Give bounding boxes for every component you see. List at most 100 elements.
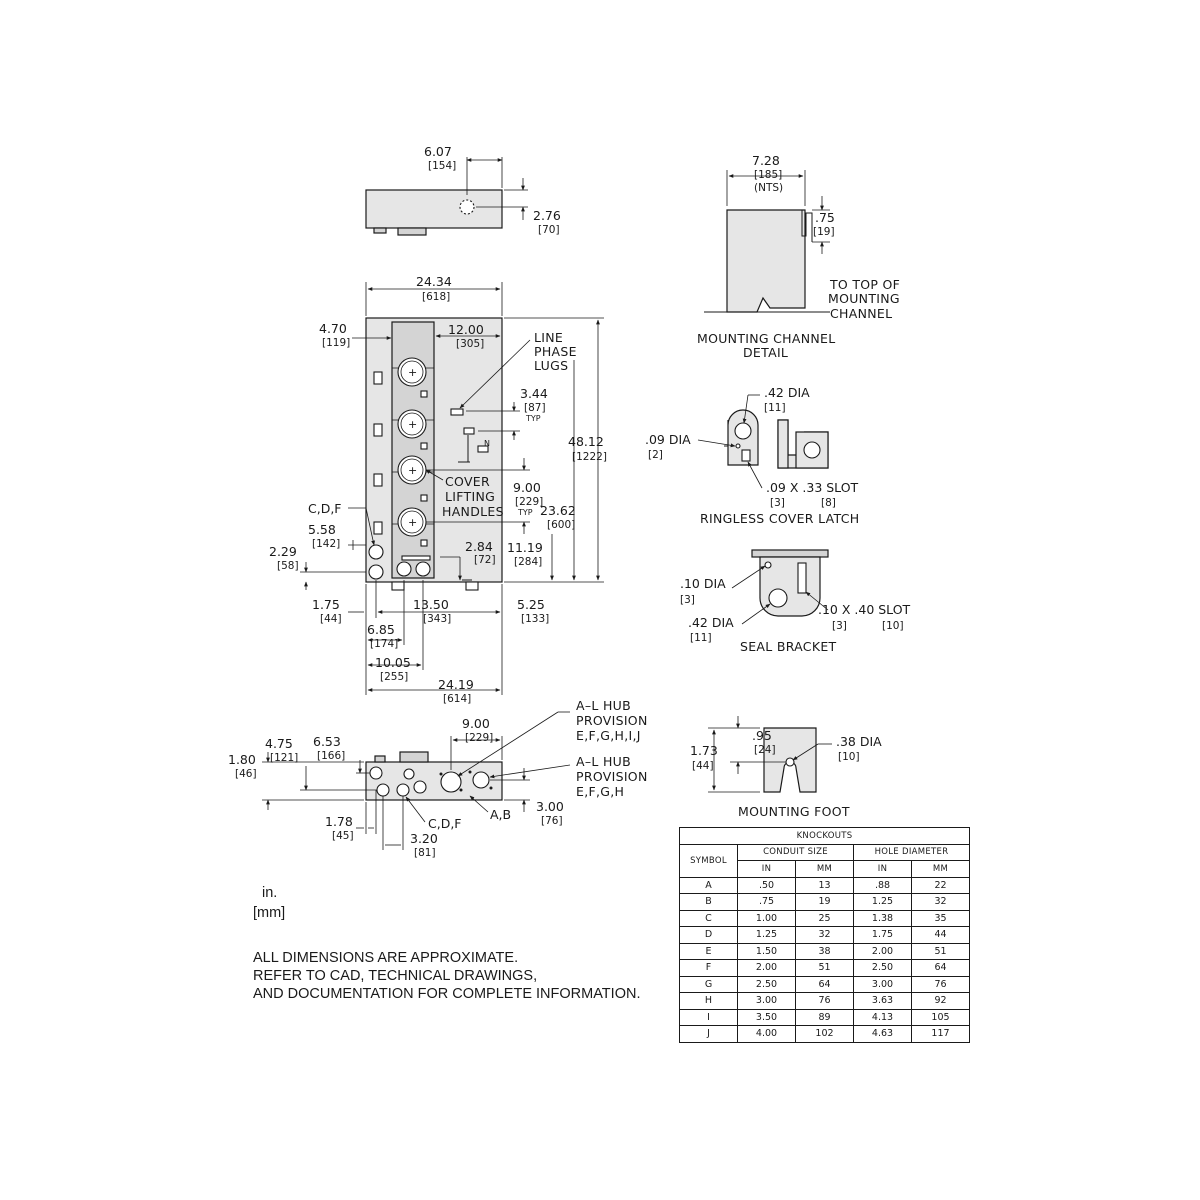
dim-text: [46] (235, 768, 257, 780)
dim-text: [24] (754, 744, 776, 756)
dim-text: 11.19 (507, 540, 543, 555)
knockout (413, 780, 427, 794)
top-view: 6.07 [154] 2.76 [70] (365, 144, 561, 236)
note-line: AND DOCUMENTATION FOR COMPLETE INFORMATI… (253, 986, 640, 1002)
hub-label: A–L HUB (576, 754, 631, 769)
dim-text: [11] (690, 632, 712, 644)
dim-text: [11] (764, 402, 786, 414)
table-cell: 22 (911, 876, 970, 894)
dim-text: (NTS) (754, 182, 783, 194)
dim-text: [614] (443, 693, 471, 705)
units-in-label: in. (262, 885, 277, 901)
lifting-handle (373, 371, 383, 385)
top-view-knockout (459, 199, 475, 215)
knockout (368, 544, 384, 560)
top-view-foot (373, 227, 387, 234)
lifting-handle (373, 423, 383, 437)
dim-text: [1222] (572, 451, 607, 463)
lugs-label: LUGS (534, 358, 568, 373)
dim-text: [44] (692, 760, 714, 772)
table-cell: 19 (795, 893, 854, 911)
table-cell: D (679, 926, 738, 944)
hub-label: PROVISION (576, 713, 648, 728)
lifting-handle (373, 521, 383, 535)
line-phase-lug (463, 427, 475, 435)
lugs-label: LINE (534, 330, 563, 345)
dim-text: 23.62 (540, 503, 576, 518)
table-cell: 64 (911, 959, 970, 977)
dim-text: .95 (752, 728, 772, 743)
detail-title: MOUNTING FOOT (738, 804, 850, 819)
svg-text:+: + (408, 464, 417, 477)
dim-text: .38 DIA (836, 734, 882, 749)
dim-text: 4.70 (319, 321, 347, 336)
table-cell: 32 (795, 926, 854, 944)
knockout (403, 768, 415, 780)
dim-text: [44] (320, 613, 342, 625)
front-view: + + + + N (269, 274, 607, 705)
table-header-in: IN (737, 860, 796, 878)
table-cell: E (679, 942, 738, 960)
table-cell: 4.00 (737, 1025, 796, 1043)
channel-label: CHANNEL (830, 306, 892, 321)
neutral-label: N (484, 439, 490, 448)
table-header-conduit: CONDUIT SIZE (737, 843, 854, 861)
table-cell: 1.75 (853, 926, 912, 944)
table-cell: 64 (795, 975, 854, 993)
hub-provision-2 (472, 771, 490, 789)
mounting-channel-detail: 7.28 [185] (NTS) .75 [19] TO TOP OF MOUN… (697, 153, 900, 360)
knockout-cdf-label: C,D,F (428, 816, 462, 831)
dim-text: [154] (428, 160, 456, 172)
knockout (376, 783, 390, 797)
table-cell: 2.50 (737, 975, 796, 993)
table-cell: J (679, 1025, 738, 1043)
table-cell: 1.25 (853, 893, 912, 911)
dim-text: [185] (754, 169, 782, 181)
dim-text: 9.00 (462, 716, 490, 731)
dim-text: 4.75 (265, 736, 293, 751)
lugs-label: PHASE (534, 344, 577, 359)
dim-text: [119] (322, 337, 350, 349)
dim-text: 7.28 (752, 153, 780, 168)
units-mm-label: [mm] (253, 905, 285, 921)
svg-text:+: + (408, 418, 417, 431)
dim-text: [166] (317, 750, 345, 762)
knockout-ab-label: A,B (490, 807, 511, 822)
knockout (369, 766, 383, 780)
dim-text: [600] (547, 519, 575, 531)
svg-text:+: + (408, 366, 417, 379)
dim-text: .10 DIA (680, 576, 726, 591)
table-cell: C (679, 909, 738, 927)
dim-text: [142] (312, 538, 340, 550)
table-header-hole: HOLE DIAMETER (853, 843, 970, 861)
table-header-symbol: SYMBOL (679, 843, 738, 878)
bottom-view: 1.80 [46] 4.75 [121] 6.53 [166] 9.00 [22… (228, 698, 648, 859)
table-cell: 1.50 (737, 942, 796, 960)
table-cell: 4.63 (853, 1025, 912, 1043)
table-cell: 44 (911, 926, 970, 944)
dim-text: [58] (277, 560, 299, 572)
knockout (415, 561, 431, 577)
dim-text: [284] (514, 556, 542, 568)
detail-title: MOUNTING CHANNEL (697, 331, 836, 346)
dim-text: 1.80 (228, 752, 256, 767)
table-cell: 102 (795, 1025, 854, 1043)
table-cell: I (679, 1008, 738, 1026)
table-cell: 76 (795, 992, 854, 1010)
hub-label: A–L HUB (576, 698, 631, 713)
detail-title: DETAIL (743, 345, 788, 360)
table-cell: 38 (795, 942, 854, 960)
dim-text: 24.34 (416, 274, 452, 289)
dim-text: 1.75 (312, 597, 340, 612)
hub-provision-1 (440, 771, 462, 793)
typ-label: TYP (517, 508, 533, 517)
dim-text: [19] (813, 226, 835, 238)
dim-text: 10.05 (375, 655, 411, 670)
